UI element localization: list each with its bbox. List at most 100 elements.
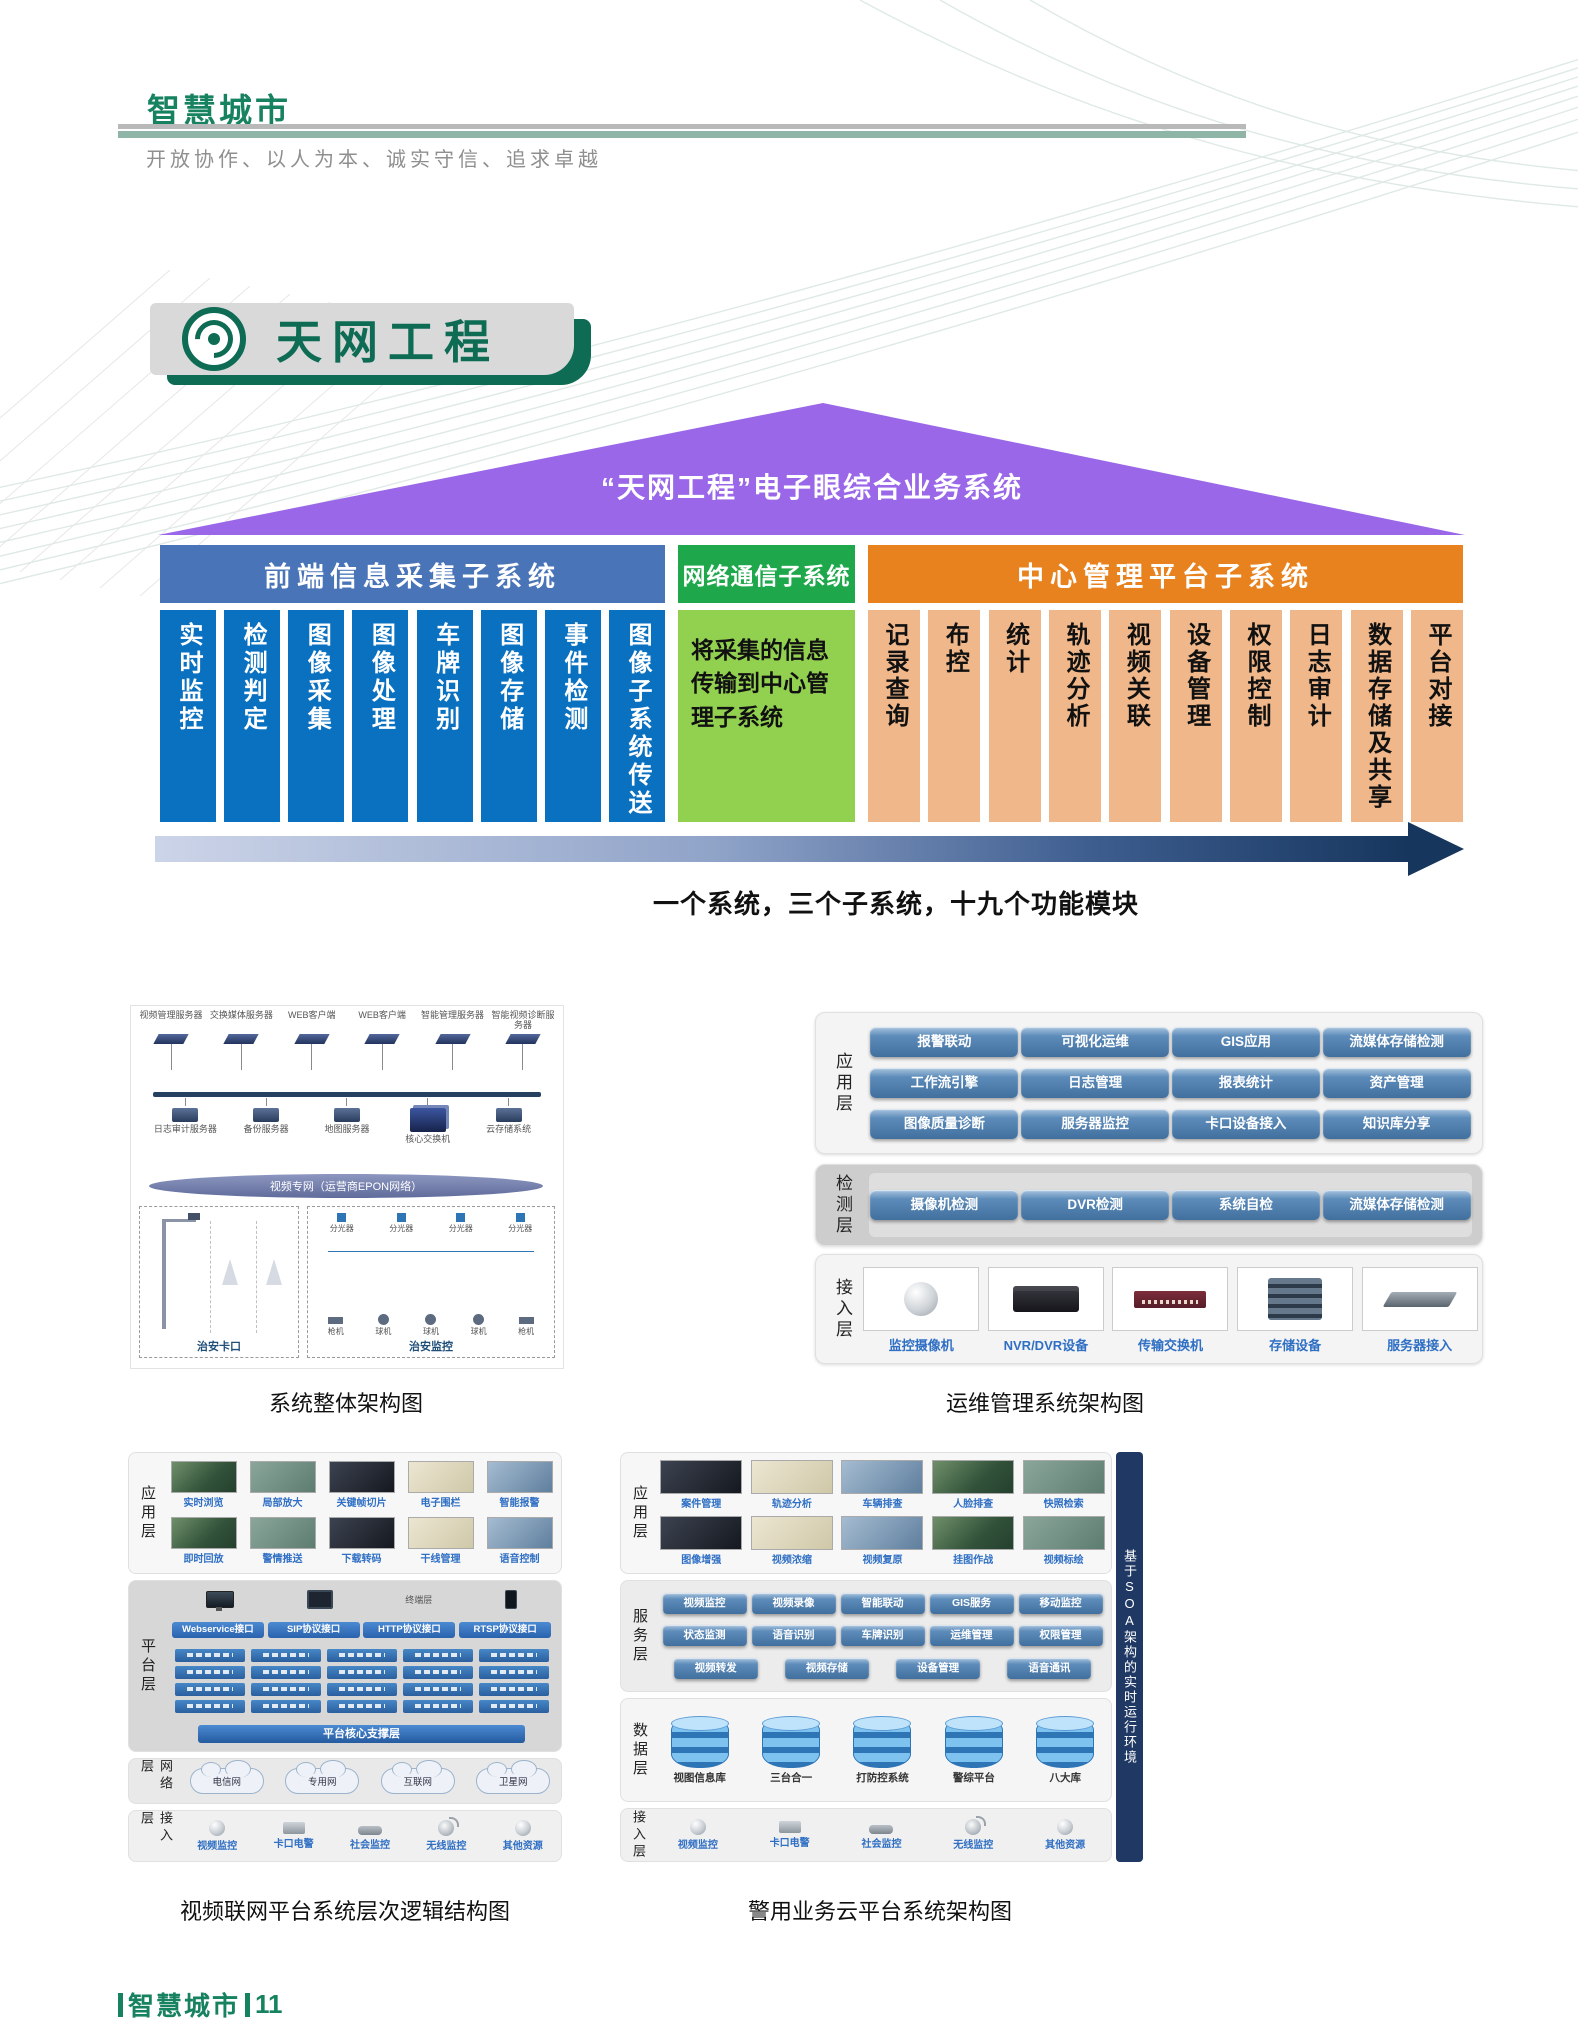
platform-function-chip <box>402 1683 473 1697</box>
pc-service-pill-row: 状态监测语音识别车牌识别运维管理权限管理 <box>660 1625 1105 1647</box>
screenshot-thumbnail <box>328 1461 395 1493</box>
om-device: 存储设备 <box>1237 1267 1354 1354</box>
connector-line <box>265 1098 267 1106</box>
pc-app-function-label: 挂图作战 <box>953 1555 994 1566</box>
device-label: 存储设备 <box>1269 1338 1322 1353</box>
pc-app-function-label: 案件管理 <box>681 1499 722 1510</box>
screenshot-thumbnail <box>407 1517 474 1549</box>
overall-mid-node: 核心交换机 <box>390 1098 466 1144</box>
om-access-layer-label: 接入层 <box>833 1277 852 1341</box>
database-node: 视图信息库 <box>657 1715 743 1785</box>
center-module-label: 轨迹分析 <box>1061 622 1089 730</box>
pc-application-layer-label: 应用层 <box>631 1484 648 1542</box>
pc-app-function-label: 图像增强 <box>681 1555 722 1566</box>
screenshot-thumbnail <box>841 1460 924 1494</box>
vp-app-function: 警情推送 <box>249 1517 316 1565</box>
connector-line <box>170 1044 172 1070</box>
center-module-column: 轨迹分析 <box>1048 610 1101 822</box>
splitter-node: 分光器 <box>508 1213 532 1234</box>
pc-app-function: 车辆排查 <box>841 1460 924 1510</box>
om-app-pill: 知识库分享 <box>1322 1109 1471 1140</box>
pc-service-pill: 运维管理 <box>929 1625 1014 1647</box>
pc-app-function: 轨迹分析 <box>750 1460 833 1510</box>
overall-top-node: 智能管理服务器 <box>419 1010 487 1070</box>
pc-thumb-row: 图像增强视频浓缩视频复原挂图作战视频标绘 <box>656 1516 1109 1566</box>
screenshot-thumbnail <box>249 1517 316 1549</box>
server-icon <box>1382 1291 1458 1307</box>
pc-app-function-label: 人脸排查 <box>953 1499 994 1510</box>
pole-camera-icon <box>188 1213 200 1220</box>
vp-access-device-label: 社会监控 <box>349 1839 390 1851</box>
om-detect-pill: 流媒体存储检测 <box>1322 1190 1471 1220</box>
screenshot-thumbnail <box>407 1461 474 1493</box>
front-module-column: 车牌识别 <box>416 610 473 822</box>
om-device: 服务器接入 <box>1361 1267 1478 1354</box>
screenshot-thumbnail <box>486 1517 553 1549</box>
om-application-layer-label: 应用层 <box>833 1051 852 1115</box>
server-label: 云存储系统 <box>486 1124 532 1134</box>
section-title: 天网工程 <box>276 316 500 368</box>
server-label: 视频管理服务器 <box>139 1010 203 1020</box>
pc-service-pill: GIS服务 <box>929 1592 1014 1614</box>
database-node: 八大库 <box>1022 1715 1108 1785</box>
camera-icon <box>209 1820 226 1836</box>
database-label: 视图信息库 <box>673 1771 726 1784</box>
footer-page-number: 11 <box>255 1989 283 2019</box>
om-app-pill: 可视化运维 <box>1021 1026 1170 1057</box>
cylinder-top <box>853 1715 912 1731</box>
splitter-row: 分光器分光器分光器分光器 <box>312 1213 550 1234</box>
pc-service-pill: 视频转发 <box>673 1658 758 1680</box>
network-cloud: 专用网 <box>285 1760 360 1794</box>
om-device: NVR/DVR设备 <box>987 1267 1104 1354</box>
connector-line <box>522 1044 524 1070</box>
splitter-node: 分光器 <box>389 1213 413 1234</box>
platform-core-bar: 平台核心支撑层 <box>198 1724 525 1743</box>
device-label: 传输交换机 <box>1137 1338 1203 1353</box>
database-cylinder-icon <box>762 1715 821 1768</box>
front-subsystem-header: 前端信息采集子系统 <box>160 545 665 603</box>
platform-function-chip <box>478 1683 549 1697</box>
vp-access-layer-label: 接入层 <box>139 1811 173 1845</box>
screenshot-thumbnail <box>328 1517 395 1549</box>
platform-function-chip <box>174 1700 245 1714</box>
om-app-pill: 资产管理 <box>1322 1067 1471 1098</box>
center-module-column: 平台对接 <box>1410 610 1463 822</box>
pc-access-device-label: 视频监控 <box>677 1840 718 1851</box>
protocol-interface-bar: SIP协议接口 <box>267 1621 360 1638</box>
fiber-line <box>328 1251 534 1252</box>
pc-app-function-label: 轨迹分析 <box>771 1499 812 1510</box>
server-label: 智能管理服务器 <box>421 1010 485 1020</box>
om-app-pill: 图像质量诊断 <box>870 1109 1019 1140</box>
center-module-label: 权限控制 <box>1242 622 1270 730</box>
vp-app-function: 关键帧切片 <box>328 1461 395 1509</box>
platform-function-chip <box>250 1700 321 1714</box>
network-cloud-label: 电信网 <box>210 1774 243 1788</box>
platform-function-chip <box>478 1666 549 1680</box>
center-module-label: 布控 <box>941 622 969 676</box>
center-module-label: 日志审计 <box>1303 622 1331 730</box>
server-icon <box>333 1108 360 1122</box>
vp-network-layer-label: 网络层 <box>139 1759 173 1793</box>
pc-service-pill: 语音通讯 <box>1007 1658 1092 1680</box>
om-detect-pill: 系统自检 <box>1171 1190 1320 1220</box>
network-bus-line <box>153 1092 541 1097</box>
bullet-camera-icon <box>328 1317 344 1324</box>
network-cloud: 互联网 <box>380 1760 455 1794</box>
pc-access-device: 其他资源 <box>1045 1819 1085 1851</box>
pc-app-function: 案件管理 <box>660 1460 743 1510</box>
network-cloud: 卫星网 <box>476 1760 551 1794</box>
overall-mid-node: 云存储系统 <box>471 1098 547 1144</box>
pc-access-device: 社会监控 <box>861 1821 901 1850</box>
center-module-column: 布控 <box>928 610 981 822</box>
center-module-column: 视频关联 <box>1109 610 1162 822</box>
vp-app-function: 实时浏览 <box>170 1461 237 1509</box>
vp-application-layer-label: 应用层 <box>139 1484 156 1542</box>
center-module-column: 统计 <box>988 610 1041 822</box>
system-summary-caption: 一个系统，三个子系统，十九个功能模块 <box>653 889 1140 919</box>
front-module-label: 事件检测 <box>559 622 587 734</box>
